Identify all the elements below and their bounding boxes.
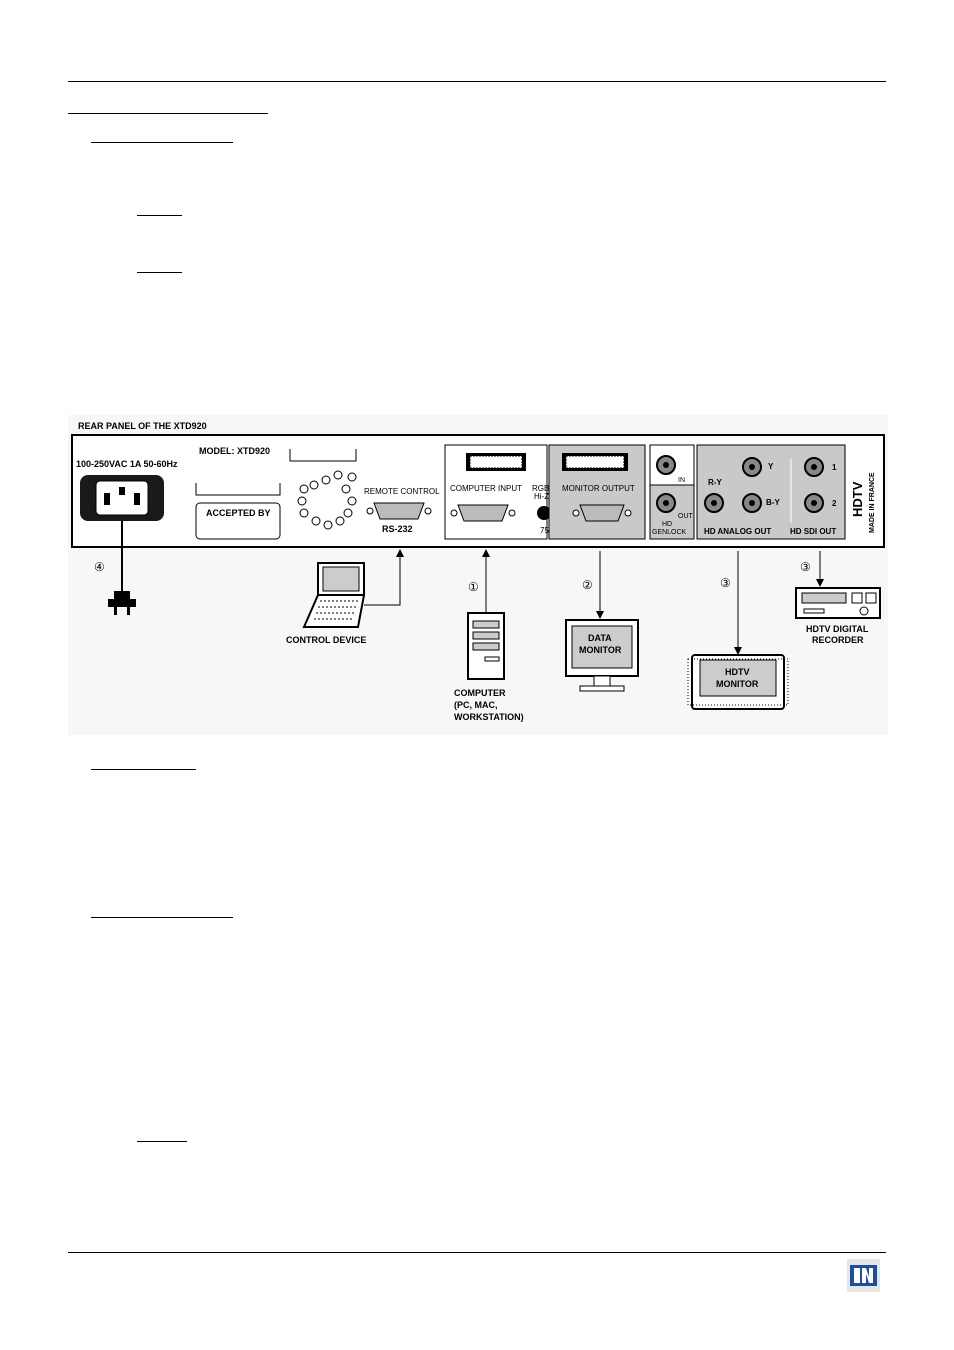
callout-3b: ③ [800, 560, 811, 574]
genlock-label: GENLOCK [652, 529, 687, 536]
rs232-label: RS-232 [382, 524, 413, 534]
computer-label-line2: (PC, MAC, [454, 700, 498, 710]
power-inlet [80, 475, 164, 521]
computer-label-line3: WORKSTATION) [454, 712, 524, 722]
note-underline-2 [137, 272, 182, 273]
computer-tower-icon [467, 612, 505, 680]
laptop-icon [302, 562, 366, 628]
genlock-in-label: IN [678, 477, 685, 484]
callout-1: ① [468, 580, 479, 594]
genlock-hd-label: HD [662, 521, 672, 528]
vga-output-connector [572, 504, 632, 522]
computer-input-label: COMPUTER INPUT [450, 484, 522, 493]
recorder-label-line1: HDTV DIGITAL [806, 624, 869, 634]
by-label: B-Y [766, 498, 780, 507]
power-plug-icon [108, 591, 136, 615]
callout-2: ② [582, 578, 593, 592]
note-underline-3 [137, 1141, 187, 1142]
subheading-underline-3 [91, 917, 233, 918]
ohm-label: 75Ω [540, 526, 555, 535]
data-monitor-label-line1: DATA [588, 633, 612, 643]
hdtv-monitor-label-line1: HDTV [725, 667, 750, 677]
accepted-by-box [195, 502, 281, 540]
hd-analog-out-label: HD ANALOG OUT [704, 527, 771, 536]
company-logo-icon [847, 1259, 880, 1292]
label-bracket [195, 483, 281, 496]
rear-panel-connection-diagram: REAR PANEL OF THE XTD920 100-250VAC 1A 5… [68, 415, 888, 735]
hdtv-monitor-icon [687, 654, 789, 710]
hiz-label: Hi-Z [534, 492, 549, 501]
y-label: Y [768, 462, 774, 471]
footer-rule [68, 1252, 886, 1253]
made-in-france-label: MADE IN FRANCE [869, 472, 876, 533]
accepted-by-label: ACCEPTED BY [206, 508, 271, 518]
ry-label: R-Y [708, 478, 722, 487]
hd-analog-bnc-connectors [704, 457, 762, 513]
model-label: MODEL: XTD920 [199, 446, 270, 456]
recorder-label-line2: RECORDER [812, 635, 864, 645]
vent-holes [297, 470, 357, 530]
hd-sdi-bnc-connectors [804, 457, 824, 513]
data-monitor-label-line2: MONITOR [579, 645, 622, 655]
header-rule [68, 81, 886, 82]
rs232-cable [364, 553, 401, 606]
data-monitor-icon [565, 619, 639, 692]
subheading-underline-2 [91, 769, 196, 770]
termination-switch [537, 506, 551, 520]
hdtv-monitor-label-line2: MONITOR [716, 679, 759, 689]
section-heading-underline [68, 113, 268, 114]
sdi-1-label: 1 [832, 463, 837, 472]
control-device-label: CONTROL DEVICE [286, 635, 366, 645]
monitor-output-label: MONITOR OUTPUT [562, 484, 635, 493]
rs232-connector [366, 502, 432, 520]
hdtv-brand-label: HDTV [850, 481, 865, 517]
diagram-title: REAR PANEL OF THE XTD920 [78, 421, 207, 431]
callout-3: ③ [720, 576, 731, 590]
callout-4: ④ [94, 560, 105, 574]
subheading-underline-1 [91, 142, 233, 143]
vga-input-connector [450, 504, 516, 522]
computer-label-line1: COMPUTER [454, 688, 506, 698]
note-underline-1 [137, 215, 182, 216]
serial-bracket [289, 449, 357, 462]
hd-sdi-out-label: HD SDI OUT [790, 527, 836, 536]
sdi-2-label: 2 [832, 499, 837, 508]
power-label: 100-250VAC 1A 50-60Hz [76, 459, 178, 469]
remote-control-label: REMOTE CONTROL [364, 487, 440, 496]
hd-output-section [696, 444, 846, 540]
genlock-out-label: OUT [678, 513, 694, 520]
recorder-icon [795, 587, 881, 619]
rgb-label: RGB [532, 484, 549, 493]
